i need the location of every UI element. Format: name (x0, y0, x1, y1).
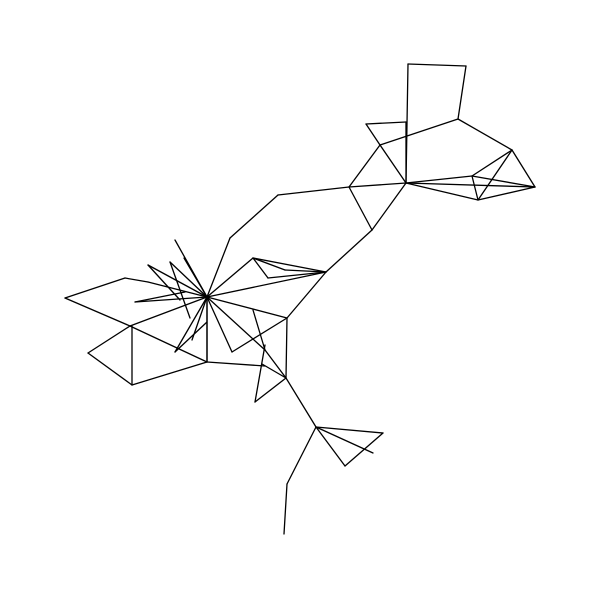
graph-edge (147, 264, 181, 301)
graph-edge (283, 483, 288, 535)
graph-edge (365, 123, 381, 146)
graph-edge (206, 237, 231, 298)
graph-edge (405, 182, 536, 188)
graph-edge (348, 144, 381, 188)
graph-edge (147, 264, 208, 298)
graph-edge (405, 182, 479, 201)
graph-edge (134, 291, 186, 303)
graph-edge (147, 281, 208, 298)
graph-edge (286, 426, 317, 485)
graph-edge (174, 296, 208, 353)
graph-edge (129, 296, 208, 327)
graph-edge (64, 297, 131, 327)
graph-edge (477, 149, 513, 201)
graph-edge (344, 432, 384, 467)
graph-edge (87, 325, 131, 354)
graph-edge (252, 309, 266, 351)
graph-edge (169, 261, 191, 319)
graph-edge (457, 65, 467, 120)
graph-edge (169, 261, 208, 298)
graph-edge (277, 186, 350, 196)
graph-edge (231, 317, 288, 353)
graph-edge (285, 317, 288, 379)
graph-edge (348, 186, 373, 231)
graph-edge (407, 63, 467, 67)
graph-edge (471, 175, 536, 188)
graph-edge (379, 118, 459, 146)
graph-edge (183, 257, 208, 298)
graph-edge (379, 144, 407, 184)
graph-edge (229, 194, 279, 239)
graph-edge (254, 344, 266, 403)
graph-edge (315, 426, 374, 454)
graph-edge (348, 182, 407, 188)
graph-edge (252, 257, 269, 279)
graph-edge (124, 277, 149, 283)
graph-edge (252, 257, 286, 271)
graph-edge (264, 349, 287, 379)
graph-edge (285, 377, 317, 428)
graph-edge (284, 269, 327, 273)
graph-edge (511, 149, 536, 188)
graph-edge (206, 361, 266, 367)
graph-edge (206, 296, 288, 319)
graph-edge (206, 271, 327, 298)
graph-edge (131, 361, 208, 386)
graph-edge (405, 175, 473, 184)
graph-edge (134, 296, 208, 303)
graph-edge (315, 426, 346, 467)
graph-edge (87, 352, 133, 386)
graph-edge (286, 271, 327, 319)
graph-edge (365, 121, 407, 125)
graph-edge (325, 229, 373, 273)
graph-edge (315, 426, 384, 434)
graph-edge (64, 277, 126, 299)
graph-edge (457, 118, 513, 151)
graph-edge (267, 271, 327, 279)
graph-edge (371, 182, 407, 231)
graph-edge (254, 377, 287, 403)
graph-edge (206, 296, 266, 351)
graph-edge (477, 186, 536, 201)
graph-edge (129, 325, 208, 363)
graph-edge (261, 363, 287, 379)
graph-edge (471, 149, 513, 177)
graph-edge (174, 321, 208, 353)
graph-edge (206, 296, 233, 353)
graph-edge (252, 257, 327, 273)
graph-edge (471, 175, 479, 201)
graph-edge (405, 63, 409, 184)
graph-edge (206, 257, 254, 298)
